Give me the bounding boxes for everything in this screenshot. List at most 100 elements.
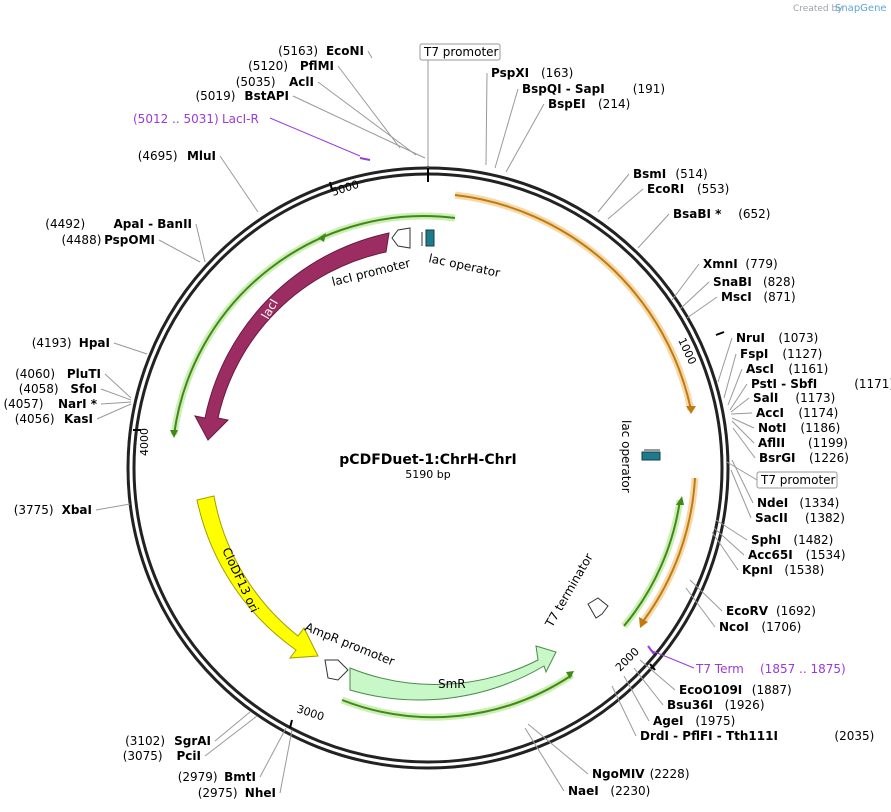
site-agei[interactable]: AgeI(1975) <box>623 675 735 728</box>
site-snabi[interactable]: SnaBI(828) <box>679 275 795 310</box>
site-sfoi[interactable]: (4058)SfoI <box>19 382 132 401</box>
site-name: AgeI <box>653 714 683 728</box>
site-pspomi[interactable]: (4488)PspOMI <box>61 233 201 263</box>
site-msci[interactable]: MscI(871) <box>686 290 796 319</box>
site-nrui[interactable]: NruI(1073) <box>717 331 818 383</box>
site-kasi[interactable]: (4056)KasI <box>15 403 132 426</box>
site-name: SphI <box>751 533 781 547</box>
laci-feature[interactable] <box>194 232 390 441</box>
site-position: (1127) <box>782 347 822 361</box>
site-name: SacII <box>755 511 788 525</box>
site-aflii[interactable]: AflII(1199) <box>731 420 848 450</box>
lac-operator-right[interactable] <box>641 451 661 461</box>
site-name: Bsu36I <box>667 698 713 712</box>
site-noti[interactable]: NotI(1186) <box>731 417 840 435</box>
laci-r-leader <box>269 117 361 157</box>
orf-chrI-arrowhead <box>639 617 648 628</box>
site-bmti[interactable]: (2979) BmtI <box>178 727 287 784</box>
t7-promoter-top-label: T7 promoter <box>423 45 499 59</box>
site-econi[interactable]: (5163)EcoNI <box>278 44 373 59</box>
site-name: Acc65I <box>748 548 793 562</box>
site-name: HpaI <box>79 336 110 350</box>
site-name: XmnI <box>703 257 738 271</box>
orf-green-right-arrowhead <box>676 496 684 505</box>
clodf13-ori-feature[interactable] <box>196 495 319 659</box>
site-mlui[interactable]: (4695)MluI <box>138 149 259 213</box>
laci-promoter-arrow[interactable] <box>391 227 411 249</box>
site-nhei[interactable]: (2975)NheI <box>198 729 293 800</box>
site-name: EcoRV <box>726 604 769 618</box>
site-leader <box>527 723 589 775</box>
site-position: (2228) <box>650 767 690 781</box>
site-pcii[interactable]: (3075)PciI <box>123 715 258 763</box>
lac-operator-top-label: lac operator <box>427 251 501 280</box>
site-fspi[interactable]: FspI(1127) <box>723 347 822 399</box>
restriction-sites-left: (5163)EcoNI(5120)PflMI(5035)AclI(5019)Bs… <box>3 44 426 800</box>
site-leader <box>611 685 637 737</box>
site-position: (2979) <box>178 770 218 784</box>
site-leader <box>633 667 664 706</box>
site-acli[interactable]: (5035)AclI <box>236 75 417 156</box>
site-pflmi[interactable]: (5120)PflMI <box>248 59 401 149</box>
site-name: NarI * <box>58 397 98 411</box>
site-name: XbaI <box>62 503 92 517</box>
site-position: (1171) <box>854 377 891 391</box>
site-ndei[interactable]: NdeI(1334) <box>731 459 839 510</box>
site-sgrai[interactable]: (3102)SgrAI <box>125 711 251 748</box>
site-ecori[interactable]: EcoRI(553) <box>607 182 729 220</box>
t7-term-primer-mark[interactable] <box>647 645 655 655</box>
lac-operator-top[interactable] <box>425 229 435 247</box>
site-ecorv[interactable]: EcoRV (1692) <box>689 579 816 618</box>
site-sphi[interactable]: SphI(1482) <box>715 519 833 547</box>
site-bsmi[interactable]: BsmI(514) <box>597 167 708 213</box>
site-psti-sbfi[interactable]: PstI - SbfI(1171) <box>729 377 891 411</box>
site-leader <box>731 420 755 444</box>
orf-green-bottom-arrowhead <box>566 671 574 679</box>
t7-promoter-top-box[interactable] <box>419 43 501 61</box>
site-sali[interactable]: SalI(1173) <box>730 391 835 413</box>
site-kpni[interactable]: KpnI(1538) <box>711 531 824 577</box>
t7-terminator-shape[interactable] <box>587 597 609 619</box>
site-leader <box>730 412 753 415</box>
smr-feature[interactable] <box>349 645 557 701</box>
site-ecoo109i[interactable]: EcoO109I(1887) <box>639 659 792 697</box>
site-position: (4058) <box>19 382 59 396</box>
site-pluti[interactable]: (4060)PluTI <box>15 367 132 399</box>
site-name: EcoNI <box>326 44 364 58</box>
site-position: (4060) <box>15 367 55 381</box>
site-name: SalI <box>753 391 778 405</box>
site-position: (4492) <box>45 217 85 231</box>
site-leader <box>96 403 132 420</box>
site-name: BmtI <box>224 770 256 784</box>
site-leader <box>607 188 644 220</box>
site-naei[interactable]: NaeI(2230) <box>524 727 650 798</box>
site-asci[interactable]: AscI(1161) <box>727 362 828 406</box>
site-bstapi[interactable]: (5019)BstAPI <box>195 89 426 159</box>
site-sacii[interactable]: SacII(1382) <box>730 469 845 525</box>
site-bsu36i[interactable]: Bsu36I (1926) <box>633 667 765 712</box>
site-position: (1926) <box>725 698 765 712</box>
site-acc65i[interactable]: Acc65I(1534) <box>713 527 846 562</box>
site-pspxi[interactable]: PspXI(163) <box>485 66 573 166</box>
lac-operator-right-label: lac operator <box>619 420 633 493</box>
site-hpai[interactable]: (4193)HpaI <box>32 336 148 355</box>
site-bspei[interactable]: BspEI(214) <box>505 97 630 173</box>
site-bsabi[interactable]: BsaBI *(652) <box>637 207 770 249</box>
site-nari[interactable]: (4057)NarI * <box>3 397 132 411</box>
ampr-promoter-arrow[interactable] <box>324 659 349 681</box>
site-name: DrdI - PflFI - Tth111I <box>640 729 778 743</box>
site-apai-banii[interactable]: (4492)ApaI - BanII <box>45 217 206 263</box>
site-ncoi[interactable]: NcoI(1706) <box>685 587 801 634</box>
site-bsrgi[interactable]: BsrGI(1226) <box>732 427 849 465</box>
site-ngomiv[interactable]: NgoMIV(2228) <box>527 723 690 781</box>
site-xmni[interactable]: XmnI(779) <box>671 257 778 301</box>
site-position: (1692) <box>776 604 816 618</box>
created-by-text: Created by <box>793 4 843 14</box>
site-bspqi-sapi[interactable]: BspQI - SapI(191) <box>494 82 665 169</box>
laci-r-primer-mark[interactable] <box>359 157 371 161</box>
site-xbai[interactable]: (3775)XbaI <box>14 503 131 517</box>
site-acci[interactable]: AccI(1174) <box>730 406 838 420</box>
site-drdi-pflfi-tth111i[interactable]: DrdI - PflFI - Tth111I(2035) <box>611 685 874 743</box>
site-position: (1161) <box>788 362 828 376</box>
site-leader <box>204 715 258 757</box>
